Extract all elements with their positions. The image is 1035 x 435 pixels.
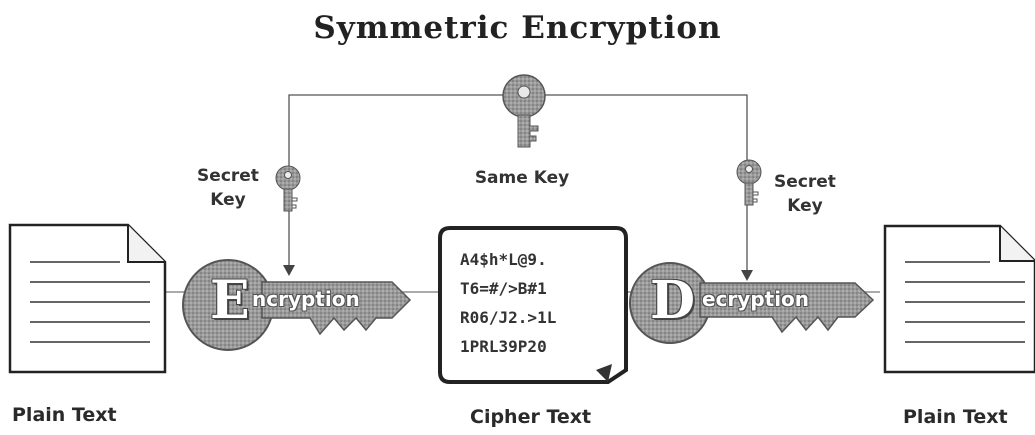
- same-key-icon: [502, 74, 546, 148]
- caption-cipher-text: Cipher Text: [470, 406, 592, 428]
- encryption-key-shape: [182, 259, 412, 351]
- cipher-line-3: R06/J2.>1L: [460, 308, 557, 327]
- cipher-line-2: T6=#/>B#1: [460, 279, 547, 298]
- secret-key-label-right-line1: Secret: [774, 172, 836, 192]
- cipher-line-4: 1PRL39P20: [460, 337, 547, 356]
- plain-text-document-left: [8, 223, 167, 374]
- arrow-into-decryption: [741, 270, 753, 281]
- plain-text-document-right: [883, 224, 1035, 374]
- decryption-key-shape: [629, 262, 875, 344]
- arrow-into-encryption: [283, 265, 295, 276]
- secret-key-label-left-line2: Key: [210, 190, 246, 210]
- secret-key-left-icon: [275, 165, 301, 212]
- cipher-text-document: [438, 226, 628, 384]
- same-key-label: Same Key: [462, 166, 582, 190]
- secret-key-label-right-line2: Key: [787, 196, 823, 216]
- encryption-label: ncryption: [252, 287, 360, 311]
- secret-key-right-icon: [736, 159, 762, 206]
- decryption-label: ecryption: [702, 287, 810, 311]
- encryption-initial: E: [210, 270, 250, 331]
- caption-plain-text-left: Plain Text: [12, 404, 117, 426]
- caption-plain-text-right: Plain Text: [903, 406, 1008, 428]
- same-key-label-text: Same Key: [474, 168, 570, 188]
- cipher-line-1: A4$h*L@9.: [460, 250, 547, 269]
- secret-key-label-left: Secret Key: [188, 164, 268, 212]
- secret-key-label-right: Secret Key: [760, 170, 850, 218]
- diagram-title: Symmetric Encryption: [313, 10, 722, 46]
- secret-key-label-left-line1: Secret: [197, 166, 259, 186]
- decryption-initial: D: [650, 270, 696, 331]
